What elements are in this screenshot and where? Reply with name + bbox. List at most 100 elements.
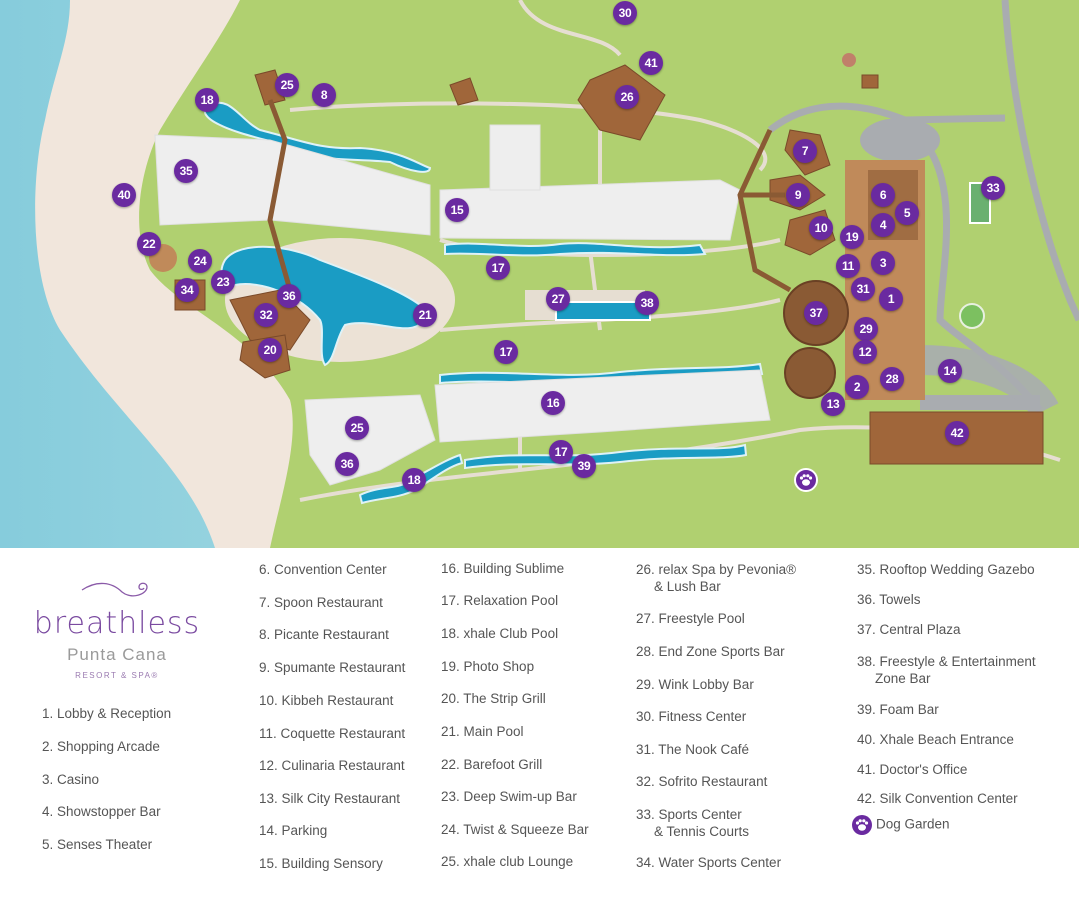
legend-item: 9. Spumante Restaurant [259,659,405,676]
map-marker-31[interactable]: 31 [851,277,875,301]
map-marker-10[interactable]: 10 [809,216,833,240]
legend-item-label: 34. Water Sports Center [636,855,782,870]
map-marker-4[interactable]: 4 [871,213,895,237]
legend-item-label: 10. Kibbeh Restaurant [259,693,394,708]
map-marker-9[interactable]: 9 [786,183,810,207]
map-marker-14[interactable]: 14 [938,359,962,383]
map-marker-15[interactable]: 15 [445,198,469,222]
legend-item-label-continued: Zone Bar [875,671,931,686]
map-marker-41[interactable]: 41 [639,51,663,75]
legend-item-label: 17. Relaxation Pool [441,593,559,608]
legend-item: 41. Doctor's Office [857,761,967,778]
legend-item: 28. End Zone Sports Bar [636,643,785,660]
legend-item-label: 7. Spoon Restaurant [259,595,383,610]
map-marker-40[interactable]: 40 [112,183,136,207]
legend-item: 1. Lobby & Reception [42,705,171,722]
map-marker-11[interactable]: 11 [836,254,860,278]
map-marker-2[interactable]: 2 [845,375,869,399]
legend-item-label: 24. Twist & Squeeze Bar [441,822,589,837]
legend-item-label: 33. Sports Center [636,807,742,822]
map-marker-17[interactable]: 17 [549,440,573,464]
legend-item: 26. relax Spa by Pevonia®& Lush Bar [636,561,796,595]
paw-icon [852,815,872,835]
legend-item-label: 26. relax Spa by Pevonia® [636,562,797,577]
map-marker-28[interactable]: 28 [880,367,904,391]
map-marker-12[interactable]: 12 [853,340,877,364]
legend-item-label: 11. Coquette Restaurant [259,726,406,741]
map-marker-20[interactable]: 20 [258,338,282,362]
legend-item-label: 38. Freestyle & Entertainment [857,654,1036,669]
map-marker-5[interactable]: 5 [895,201,919,225]
legend-item-label: 9. Spumante Restaurant [259,660,406,675]
map-marker-13[interactable]: 13 [821,392,845,416]
map-marker-7[interactable]: 7 [793,139,817,163]
legend-item: 17. Relaxation Pool [441,592,558,609]
legend-item-label: 22. Barefoot Grill [441,757,543,772]
map-marker-32[interactable]: 32 [254,303,278,327]
legend-item: 14. Parking [259,822,327,839]
legend-item: 6. Convention Center [259,561,387,578]
legend-item-label: 2. Shopping Arcade [42,739,160,754]
legend-item: 7. Spoon Restaurant [259,594,383,611]
map-marker-1[interactable]: 1 [879,287,903,311]
brand-logo: breathless Punta Cana RESORT & SPA® [6,578,228,680]
map-marker-37[interactable]: 37 [804,301,828,325]
legend-item-label: 13. Silk City Restaurant [259,791,401,806]
legend-item: 25. xhale club Lounge [441,853,573,870]
legend-item: 12. Culinaria Restaurant [259,757,405,774]
map-marker-24[interactable]: 24 [188,249,212,273]
map-marker-42[interactable]: 42 [945,421,969,445]
map-marker-23[interactable]: 23 [211,270,235,294]
legend-item-label: 23. Deep Swim-up Bar [441,789,577,804]
map-marker-8[interactable]: 8 [312,83,336,107]
legend-item: 11. Coquette Restaurant [259,725,405,742]
map-marker-36[interactable]: 36 [335,452,359,476]
legend-item-label: 31. The Nook Café [636,742,750,757]
map-marker-30[interactable]: 30 [613,1,637,25]
legend-item: 2. Shopping Arcade [42,738,160,755]
legend-item: 20. The Strip Grill [441,690,546,707]
map-marker-38[interactable]: 38 [635,291,659,315]
map-marker-16[interactable]: 16 [541,391,565,415]
legend-item: 3. Casino [42,771,99,788]
map-marker-34[interactable]: 34 [175,278,199,302]
map-marker-27[interactable]: 27 [546,287,570,311]
map-marker-25[interactable]: 25 [345,416,369,440]
legend-item: 21. Main Pool [441,723,524,740]
legend-item-label: 36. Towels [857,592,921,607]
legend-item: 18. xhale Club Pool [441,625,558,642]
legend-item-label: 8. Picante Restaurant [259,627,389,642]
legend-item-label: 21. Main Pool [441,724,524,739]
legend-item: 37. Central Plaza [857,621,961,638]
map-marker-17[interactable]: 17 [494,340,518,364]
map-marker-36[interactable]: 36 [277,284,301,308]
dog-garden-marker[interactable] [794,468,818,492]
map-marker-39[interactable]: 39 [572,454,596,478]
legend-item-label: 20. The Strip Grill [441,691,546,706]
map-marker-29[interactable]: 29 [854,317,878,341]
map-marker-25[interactable]: 25 [275,73,299,97]
legend-item: 34. Water Sports Center [636,854,781,871]
map-marker-18[interactable]: 18 [195,88,219,112]
legend-item-label: 16. Building Sublime [441,561,565,576]
map-marker-3[interactable]: 3 [871,251,895,275]
map-marker-26[interactable]: 26 [615,85,639,109]
legend-item: 32. Sofrito Restaurant [636,773,767,790]
map-marker-22[interactable]: 22 [137,232,161,256]
legend-item-label: 19. Photo Shop [441,659,535,674]
legend-item: 36. Towels [857,591,921,608]
map-marker-18[interactable]: 18 [402,468,426,492]
map-marker-17[interactable]: 17 [486,256,510,280]
legend-item: 27. Freestyle Pool [636,610,745,627]
map-marker-33[interactable]: 33 [981,176,1005,200]
map-marker-21[interactable]: 21 [413,303,437,327]
brand-name: breathless [33,606,201,641]
map-marker-35[interactable]: 35 [174,159,198,183]
legend-item-label: 3. Casino [42,772,100,787]
map-marker-6[interactable]: 6 [871,183,895,207]
map-marker-19[interactable]: 19 [840,225,864,249]
legend-item: 15. Building Sensory [259,855,383,872]
legend-item: 42. Silk Convention Center [857,790,1018,807]
